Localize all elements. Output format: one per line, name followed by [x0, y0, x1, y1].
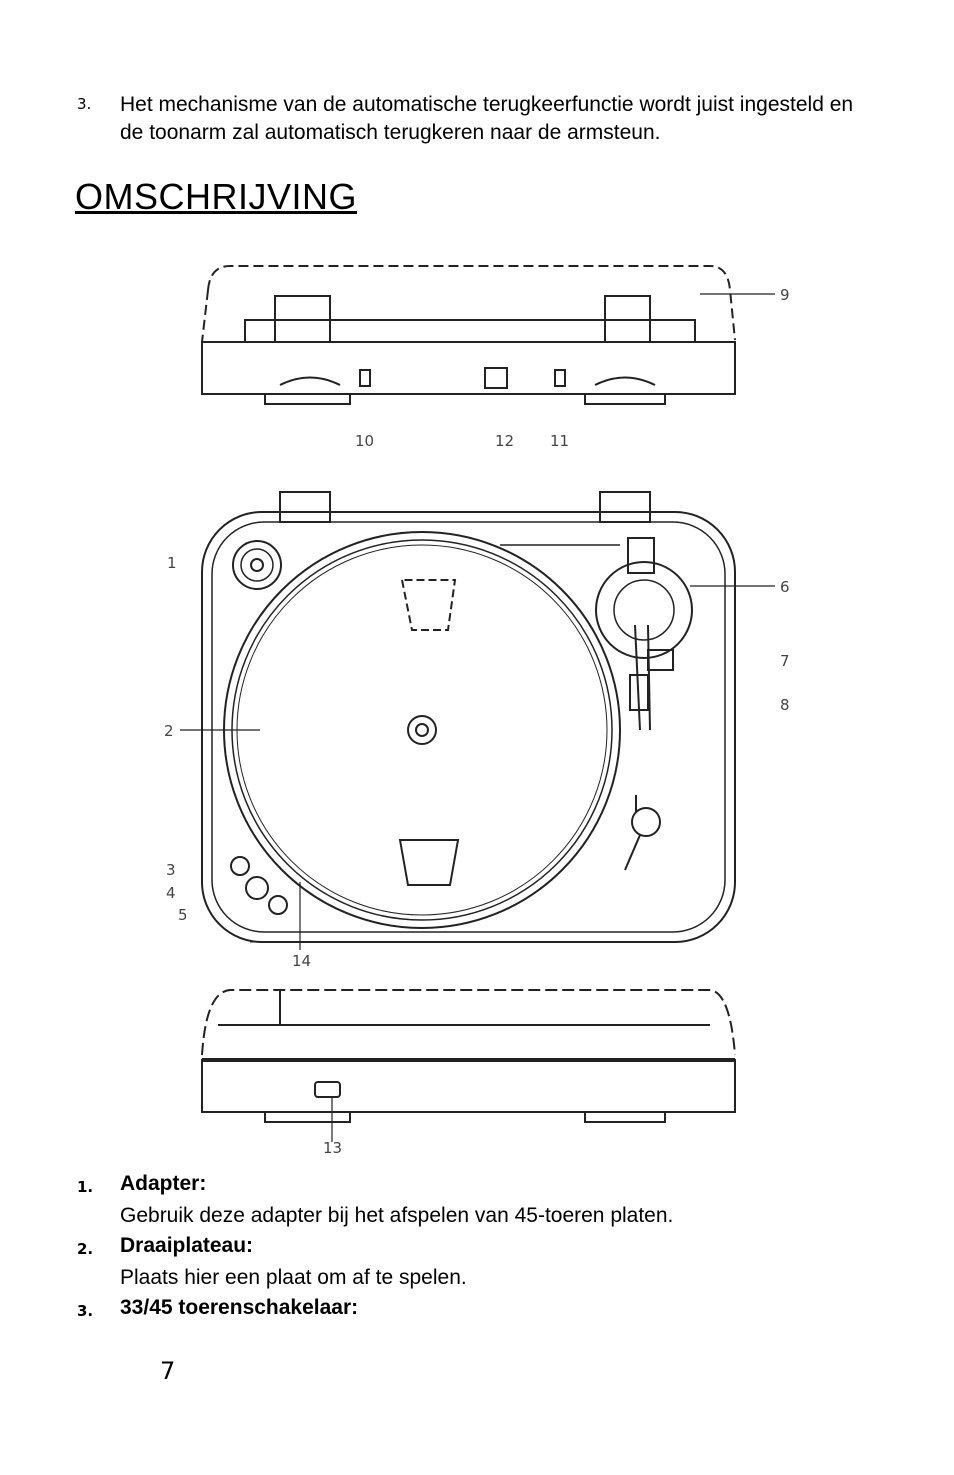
svg-text:9: 9 — [780, 286, 790, 304]
svg-text:3: 3 — [166, 861, 176, 879]
svg-text:5: 5 — [178, 906, 188, 924]
svg-text:8: 8 — [780, 696, 790, 714]
svg-text:11: 11 — [550, 432, 569, 450]
svg-text:14: 14 — [292, 952, 311, 970]
item-number: 2. — [77, 1240, 94, 1258]
item-title: Adapter: — [120, 1172, 207, 1195]
top-view — [201, 491, 736, 943]
rear-view — [201, 265, 736, 405]
step-text: Het mechanisme van de automatische terug… — [120, 93, 854, 144]
svg-text:10: 10 — [355, 432, 374, 450]
item-number: 1. — [77, 1178, 94, 1196]
svg-text:12: 12 — [495, 432, 514, 450]
item-description: Gebruik deze adapter bij het afspelen va… — [120, 1204, 674, 1227]
svg-text:7: 7 — [780, 652, 790, 670]
svg-text:6: 6 — [780, 578, 790, 596]
svg-text:4: 4 — [166, 884, 176, 902]
item-number: 3. — [77, 1302, 94, 1320]
item-description: Plaats hier een plaat om af te spelen. — [120, 1266, 467, 1289]
page-number: 7 — [160, 1357, 176, 1385]
item-title: Draaiplateau: — [120, 1234, 254, 1257]
item-title: 33/45 toerenschakelaar: — [120, 1296, 359, 1319]
svg-text:1: 1 — [167, 554, 177, 572]
front-view — [201, 989, 736, 1123]
step-number: 3. — [77, 95, 92, 113]
section-heading: OMSCHRIJVING — [75, 176, 358, 217]
svg-text:13: 13 — [323, 1139, 342, 1157]
turntable-diagram: 9 10 11 12 1 6 7 8 2 3 4 5 14 13 — [164, 265, 790, 1157]
svg-text:2: 2 — [164, 722, 174, 740]
